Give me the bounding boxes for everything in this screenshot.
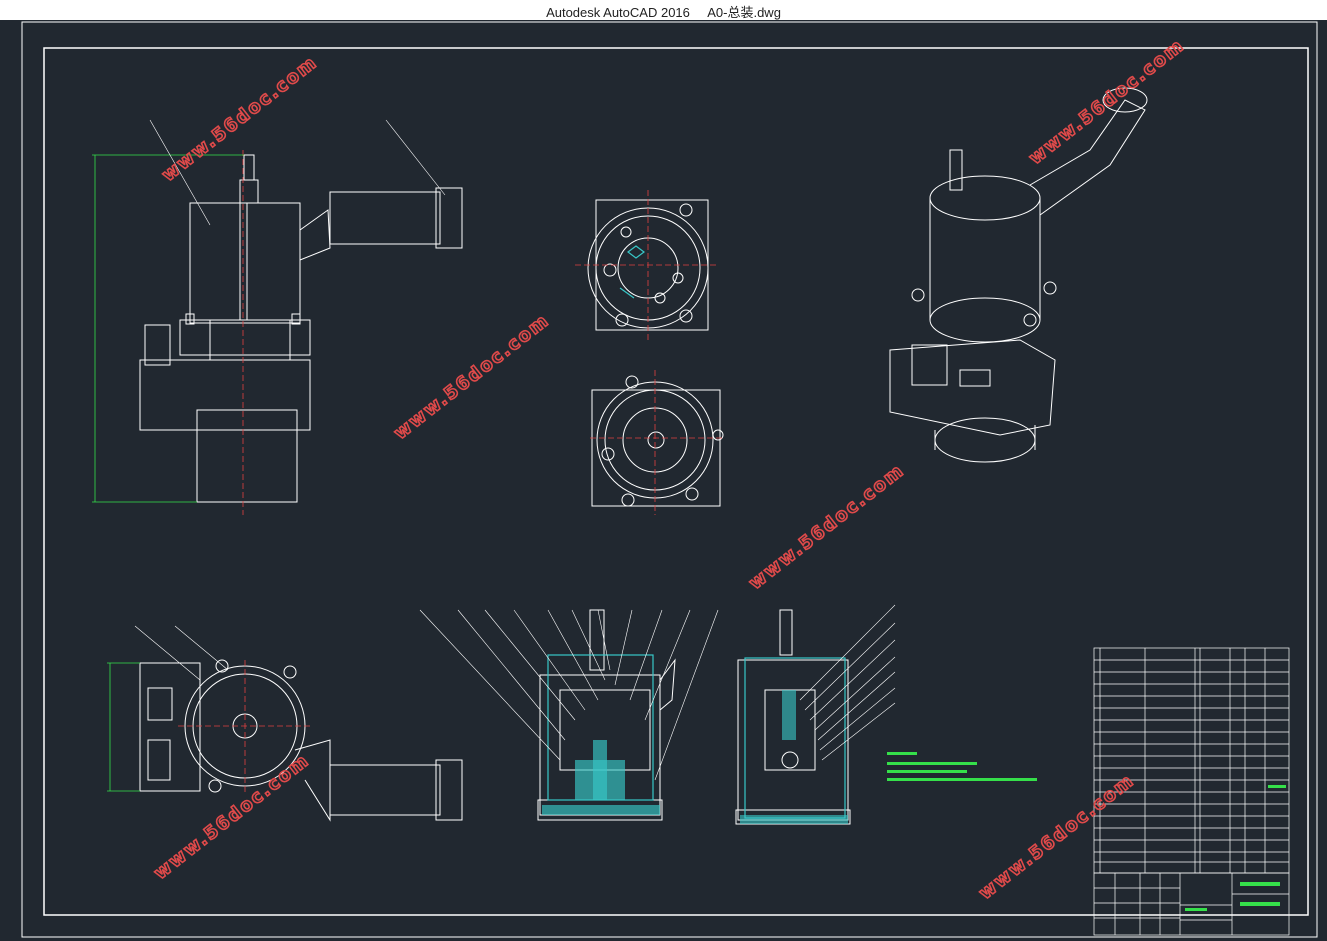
drawing-canvas[interactable]: www.56doc.com www.56doc.com www.56doc.co… <box>0 20 1327 941</box>
parts-list-table <box>1093 647 1290 874</box>
section-view-d-outline <box>744 657 846 819</box>
front-view-leaders <box>149 119 446 226</box>
section-view-c-outline <box>547 654 654 801</box>
watermark-2: www.56doc.com <box>390 310 554 444</box>
title-block <box>1093 872 1290 936</box>
front-view <box>139 154 463 503</box>
drawing-frame <box>43 47 1309 916</box>
cad-drawing: www.56doc.com www.56doc.com www.56doc.co… <box>21 21 1318 938</box>
watermark-5: www.56doc.com <box>150 750 314 884</box>
watermark-4: www.56doc.com <box>1025 35 1189 169</box>
watermark-6: www.56doc.com <box>975 770 1139 904</box>
section-view-a-hatch <box>619 245 645 299</box>
part-leaders <box>134 604 896 781</box>
top-view <box>139 659 463 822</box>
window-title: Autodesk AutoCAD 2016 A0-总装.dwg <box>0 2 1327 21</box>
watermark-1: www.56doc.com <box>158 52 322 186</box>
front-view-dimension <box>92 154 244 503</box>
outer-border <box>21 21 1318 938</box>
file-name: A0-总装.dwg <box>707 5 781 20</box>
title-block-highlights <box>1185 785 1286 911</box>
top-view-centerlines <box>178 660 312 795</box>
watermarks: www.56doc.com www.56doc.com www.56doc.co… <box>149 34 1189 905</box>
section-view-b <box>591 375 724 507</box>
top-view-dimension <box>107 662 140 792</box>
watermark-3: www.56doc.com <box>745 460 909 594</box>
isometric-view <box>889 87 1148 463</box>
technical-notes <box>887 752 1037 781</box>
section-view-a-centerlines <box>575 190 718 340</box>
app-name: Autodesk AutoCAD 2016 <box>546 5 690 20</box>
window-title-bar: Autodesk AutoCAD 2016 A0-总装.dwg <box>0 0 1327 20</box>
section-view-b-centerlines <box>590 370 725 515</box>
section-view-c-hatch <box>542 740 660 815</box>
section-view-d-hatch <box>740 690 848 824</box>
